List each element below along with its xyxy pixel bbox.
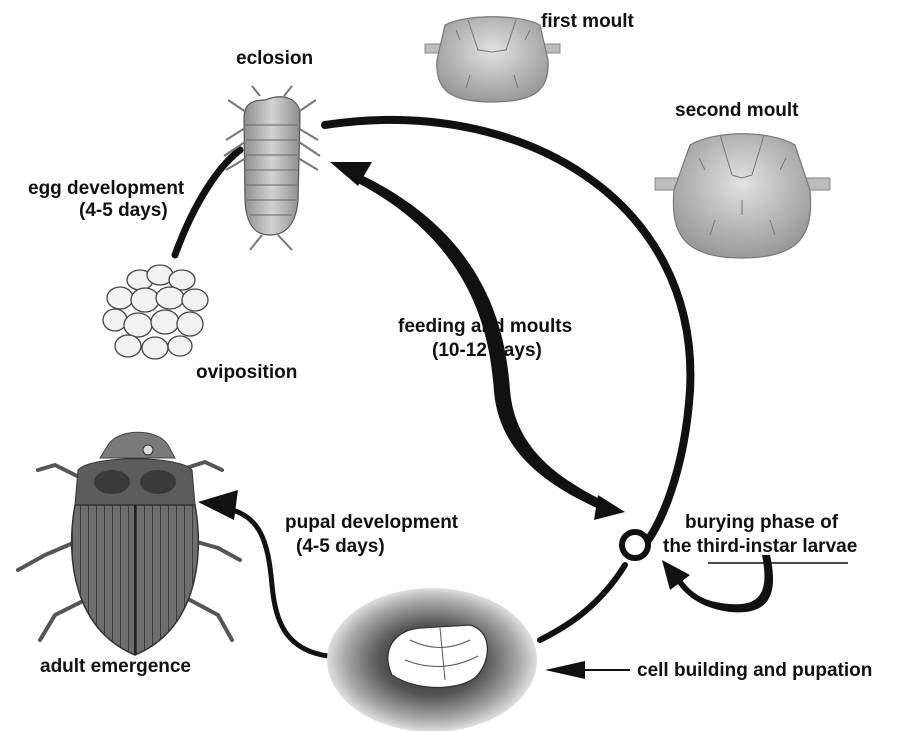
burying-node <box>622 532 648 558</box>
label-pupal-days: (4-5 days) <box>296 536 385 557</box>
label-eclosion: eclosion <box>236 48 313 69</box>
label-egg-development: egg development <box>28 178 185 199</box>
adult-beetle-illustration <box>18 432 240 655</box>
feeding-arrowhead-bottom <box>594 495 625 520</box>
second-moult-head-illustration <box>655 134 830 258</box>
pupation-cell-illustration <box>327 588 537 731</box>
label-second-moult: second moult <box>675 100 799 121</box>
label-burying-line1: burying phase of <box>685 512 839 533</box>
label-burying-line2: the third-instar larvae <box>663 536 857 557</box>
larva-illustration <box>224 86 320 250</box>
first-moult-head-illustration <box>425 17 560 102</box>
egg-to-eclosion-arc <box>175 150 240 255</box>
label-pupal-development: pupal development <box>285 512 459 533</box>
cell-building-arrowhead <box>545 661 585 679</box>
label-oviposition: oviposition <box>196 362 297 383</box>
label-cell-building: cell building and pupation <box>637 660 872 681</box>
cycle-arc-to-cell <box>540 565 625 640</box>
label-egg-days: (4-5 days) <box>79 200 168 221</box>
egg-cluster-illustration <box>103 265 208 359</box>
label-first-moult: first moult <box>541 11 635 32</box>
label-adult-emergence: adult emergence <box>40 656 191 677</box>
pupal-arrowhead <box>198 490 238 520</box>
label-feeding-and-moults: feeding and moults <box>398 316 572 337</box>
label-feeding-days: (10-12 days) <box>432 340 542 361</box>
